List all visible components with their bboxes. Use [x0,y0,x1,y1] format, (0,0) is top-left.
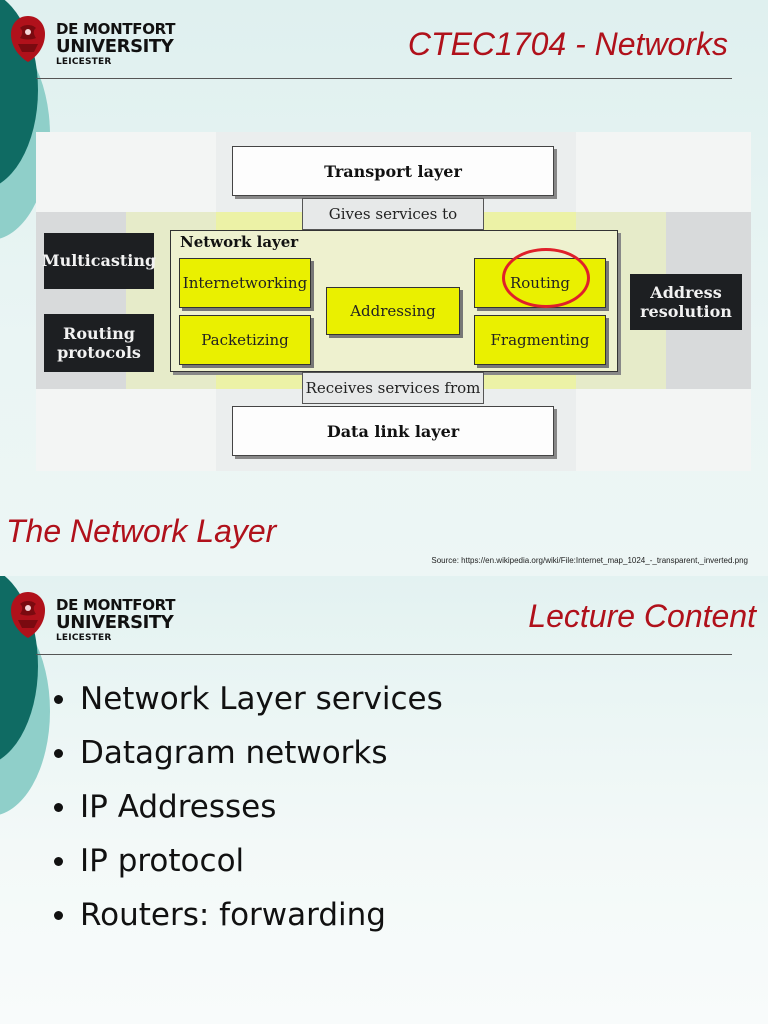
packetizing-box: Packetizing [179,315,311,365]
list-item-text: IP protocol [80,843,245,879]
bullet-icon [54,695,63,704]
internetworking-box: Internetworking [179,258,311,308]
slide-title: The Network Layer [6,513,277,549]
lecture-content-list: Network Layer services Datagram networks… [52,672,443,942]
list-item: Network Layer services [52,672,443,726]
fragmenting-box: Fragmenting [474,315,606,365]
logo-line-2: UNIVERSITY [56,36,174,57]
address-resolution-box: Address resolution [630,274,742,330]
multicasting-box: Multicasting [42,233,156,289]
lion-crest-icon [11,592,45,638]
routing-highlight-circle [502,248,590,308]
bullet-icon [54,911,63,920]
list-item-text: Datagram networks [80,735,388,771]
list-item-text: Routers: forwarding [80,897,386,933]
addressing-box: Addressing [326,287,460,335]
list-item-text: IP Addresses [80,789,277,825]
list-item: IP protocol [52,834,443,888]
lion-crest-icon [11,16,45,62]
header-divider [36,654,732,655]
list-item: IP Addresses [52,780,443,834]
bullet-icon [54,857,63,866]
list-item: Datagram networks [52,726,443,780]
network-layer-label: Network layer [180,233,299,251]
list-item-text: Network Layer services [80,681,443,717]
logo-line-1: DE MONTFORT [56,596,176,614]
routing-protocols-box: Routing protocols [44,314,154,372]
data-link-layer-box: Data link layer [232,406,554,456]
network-layer-diagram: Transport layer Gives services to Networ… [36,132,751,471]
logo-line-1: DE MONTFORT [56,20,176,38]
logo-line-3: LEICESTER [56,633,112,643]
bullet-icon [54,803,63,812]
receives-services-label: Receives services from [302,372,484,404]
slide-network-layer: DE MONTFORT UNIVERSITY LEICESTER CTEC170… [0,0,768,576]
transport-layer-box: Transport layer [232,146,554,196]
gives-services-label: Gives services to [302,198,484,230]
university-logo: DE MONTFORT UNIVERSITY LEICESTER [6,582,186,643]
slide-heading: Lecture Content [528,598,756,634]
university-logo: DE MONTFORT UNIVERSITY LEICESTER [6,6,186,67]
logo-line-3: LEICESTER [56,57,112,67]
list-item: Routers: forwarding [52,888,443,942]
slide-lecture-content: DE MONTFORT UNIVERSITY LEICESTER Lecture… [0,576,768,1024]
bullet-icon [54,749,63,758]
course-title: CTEC1704 - Networks [407,26,728,62]
logo-line-2: UNIVERSITY [56,612,174,633]
header-divider [36,78,732,79]
source-citation: Source: https://en.wikipedia.org/wiki/Fi… [431,556,748,565]
